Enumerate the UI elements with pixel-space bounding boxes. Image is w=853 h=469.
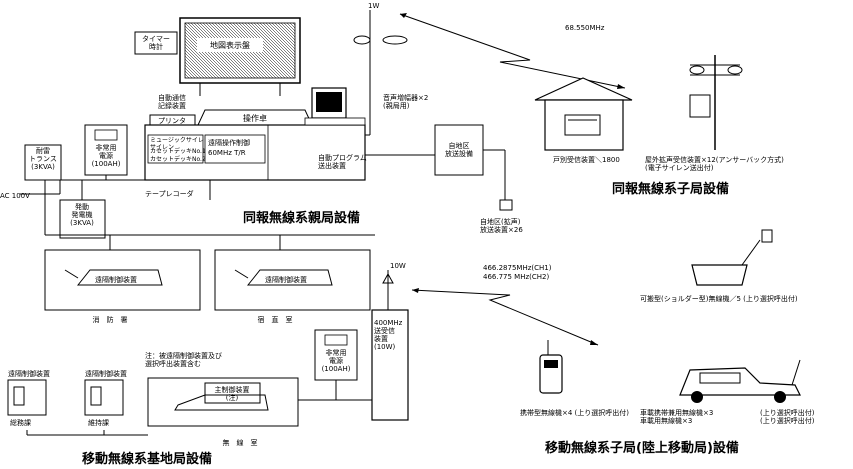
vehicle-wheel-rear xyxy=(774,391,786,403)
freq-68-label: 68.550MHz xyxy=(565,24,605,32)
house-roof xyxy=(534,77,633,101)
duty-room-remote-label: 遠隔制御装置 xyxy=(265,275,307,284)
parent-station-heading: 同報無線系親局設備 xyxy=(243,210,360,226)
local-broadcast-label: 自地区放送設備 xyxy=(445,141,473,158)
note-label: 注：被遠隔制御装置及び選択呼出装置含む xyxy=(145,351,222,368)
remote-ctrl-a-box xyxy=(7,379,47,416)
parent-horn-speaker-right xyxy=(382,35,408,45)
radio-link-466-arrow-b xyxy=(590,340,598,345)
house-receiver-device xyxy=(564,114,601,136)
tape-recorder-label: テープレコーダ xyxy=(145,189,194,198)
transceiver-box xyxy=(371,309,409,421)
remote-ctrl-b-label: 遠隔制御装置 xyxy=(85,369,127,378)
console-label: 操作卓 xyxy=(243,113,267,123)
generator-label: 発動発電機(3KVA) xyxy=(70,202,94,227)
auto-program-label: 自動プログラム送出装置 xyxy=(318,153,367,170)
radio-link-68mhz xyxy=(399,13,626,89)
printer-label: プリンタ xyxy=(158,116,186,125)
base-station-heading: 移動無線系基地局設備 xyxy=(82,451,212,465)
radio-link-arrow-a xyxy=(400,13,407,18)
duty-room-label: 宿 直 室 xyxy=(258,315,293,324)
freq-466-2-label: 466.775 MHz(CH2) xyxy=(483,273,549,281)
cassette-2-label: カセットデッキNo.2 xyxy=(150,155,206,163)
local-speaker-icon xyxy=(499,199,513,211)
vehicle-window xyxy=(699,372,741,384)
parent-horn-speaker-left xyxy=(353,35,371,45)
music-chime-label: ミュージックサイレンサイレン xyxy=(150,137,210,151)
radio-room-label: 無 線 室 xyxy=(223,438,258,447)
main-ctrl-box xyxy=(204,382,261,404)
transformer-box xyxy=(24,144,62,181)
radio-link-arrow-b xyxy=(617,84,625,89)
outdoor-horn-left xyxy=(689,65,705,75)
mobile-station-heading: 移動無線系子局(陸上移動局)設備 xyxy=(545,440,739,456)
fire-dept-console xyxy=(76,269,163,286)
vehicle-wheel-front xyxy=(691,391,703,403)
monitor-base xyxy=(304,117,366,126)
speaker-monitor-label: 音声増幅器×2(親局用) xyxy=(383,93,428,110)
media-panel xyxy=(147,134,204,164)
cassette-1-label: カセットデッキNo.1 xyxy=(150,147,206,155)
remote-ctrl-a-handset xyxy=(13,386,25,406)
timer-box xyxy=(134,31,178,55)
radio-link-466mhz xyxy=(411,289,599,346)
auto-comm-recorder-label: 自動通信記録装置 xyxy=(158,93,186,110)
transformer-label: 耐雷トランス(3KVA) xyxy=(29,146,57,171)
main-ctrl-desk xyxy=(174,394,269,411)
fire-dept-mic xyxy=(64,269,79,279)
radio-link-466-arrow-a xyxy=(412,288,419,293)
fire-dept-label: 消 防 署 xyxy=(93,315,128,324)
vehicle-note-label: (上り選択呼出付)(上り選択呼出付) xyxy=(760,408,815,425)
duty-room-mic xyxy=(234,269,249,279)
outdoor-receiver-box xyxy=(689,94,711,118)
antenna-1w-label: 1W xyxy=(368,2,379,10)
remote-ctrl-a-label: 遠隔制御装置 xyxy=(8,369,50,378)
vehicle-antenna xyxy=(791,359,801,386)
portable-radio xyxy=(691,264,748,286)
speaker-count-label: 自地区(拡声)放送装置×26 xyxy=(480,217,523,234)
map-label-bg xyxy=(197,38,263,52)
main-ctrl-label: 主制御装置(注) xyxy=(215,385,250,402)
maintenance-label: 維持課 xyxy=(88,418,109,427)
map-display-label: 地図表示盤 xyxy=(210,40,250,50)
portable-antenna xyxy=(741,239,761,266)
emergency-power-2-meter xyxy=(324,334,348,346)
general-affairs-label: 総務課 xyxy=(10,418,31,427)
ac-input-label: AC 100V xyxy=(0,192,30,200)
control-panel xyxy=(204,134,266,164)
timer-label: タイマー時計 xyxy=(142,34,170,51)
remote-ctrl-b-handset xyxy=(90,386,102,406)
portable-handset xyxy=(761,229,773,243)
child-station-heading: 同報無線系子局設備 xyxy=(612,181,729,197)
emergency-power-1-label: 非常用電源(100AH) xyxy=(92,143,121,168)
antenna-10w-label: 10W xyxy=(390,262,406,270)
duty-room-console xyxy=(246,269,333,286)
fire-dept-remote-label: 遠隔制御装置 xyxy=(95,275,137,284)
monitor-screen xyxy=(316,92,342,112)
handheld-label: 携帯型無線機×4 (上り選択呼出付) xyxy=(520,408,629,417)
portable-shoulder-label: 可搬型(ショルダー型)無線機／5 (上り選択呼出付) xyxy=(640,294,798,303)
outdoor-horn-right xyxy=(727,65,743,75)
emergency-power-1-meter xyxy=(94,129,118,141)
control-device-label: 遠隔操作制御 xyxy=(208,138,250,147)
outdoor-receiver-label: 屋外拡声受信装置×12(アンサーバック方式)(電子サイレン送出付) xyxy=(645,155,784,172)
handheld-display xyxy=(544,360,558,368)
house-receiver-label: 戸別受信装置＼1800 xyxy=(553,155,620,164)
base-antenna-icon xyxy=(382,272,394,284)
local-broadcast-box xyxy=(434,124,484,176)
generator-box xyxy=(59,199,106,239)
freq-ctrl-label: 60MHz T/R xyxy=(208,149,246,157)
emergency-power-2-label: 非常用電源(100AH) xyxy=(322,348,351,373)
freq-466-1-label: 466.2875MHz(CH1) xyxy=(483,264,552,272)
